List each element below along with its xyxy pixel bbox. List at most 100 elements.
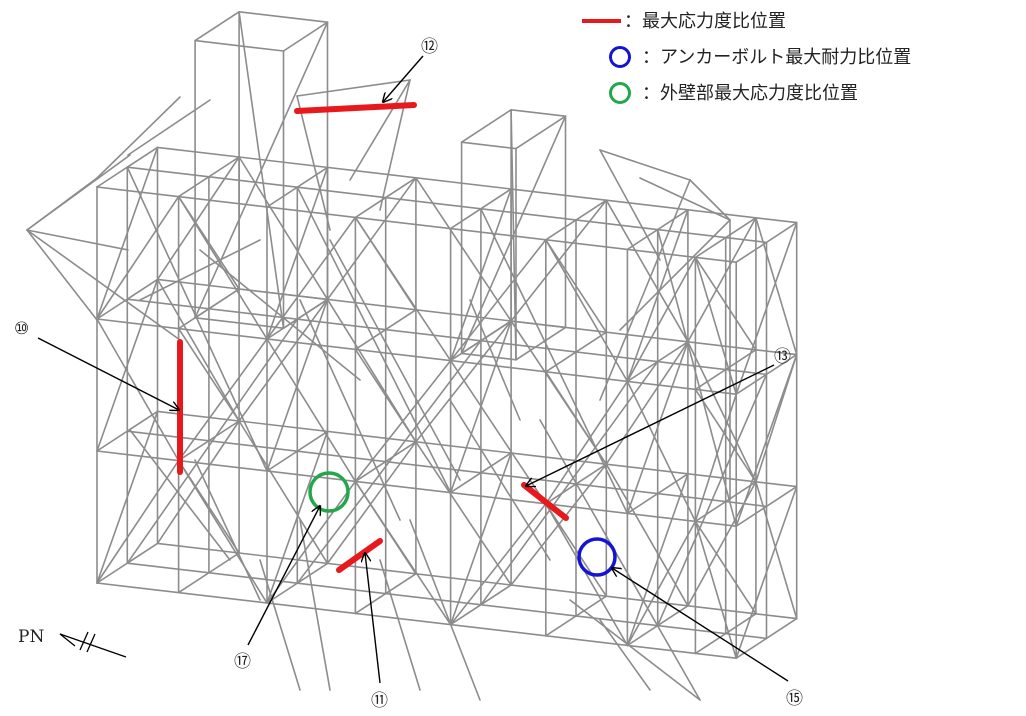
frame-member xyxy=(326,177,417,301)
frame-member xyxy=(126,166,268,472)
frame-member xyxy=(694,217,757,259)
frame-member xyxy=(449,452,512,494)
arrow-12 xyxy=(383,55,424,102)
frame-member xyxy=(510,320,567,329)
frame-member xyxy=(656,373,768,627)
frame-member xyxy=(96,96,181,179)
frame-member xyxy=(156,278,240,422)
frame-member xyxy=(126,166,768,244)
frame-member xyxy=(194,288,240,319)
frame-member xyxy=(26,229,98,321)
frame-member xyxy=(349,79,411,181)
frame-member xyxy=(156,420,240,545)
frame-member xyxy=(735,221,798,396)
frame-member xyxy=(127,99,211,156)
frame-member xyxy=(689,179,731,221)
frame-member xyxy=(296,339,482,585)
callout-arrows xyxy=(37,55,789,684)
legend-text-anchor-bolt: ：アンカーボルト最大耐力比位置 xyxy=(642,47,911,68)
frame-member xyxy=(510,109,567,117)
frame-member xyxy=(194,11,240,42)
frame-member xyxy=(194,39,285,52)
frame-member xyxy=(599,179,691,401)
legend: ：最大応力度比位置 ：アンカーボルト最大耐力比位置 ：外壁部最大応力度比位置 xyxy=(582,11,911,104)
frame-member xyxy=(329,239,461,481)
frame-member xyxy=(238,11,285,330)
frame-member xyxy=(415,177,512,322)
frame-member xyxy=(354,348,417,443)
frame-member xyxy=(687,217,757,343)
frame-member xyxy=(694,520,757,615)
frame-member xyxy=(238,11,329,24)
frame-member xyxy=(735,353,798,528)
north-tick-2 xyxy=(86,633,96,653)
frame-member xyxy=(626,209,689,383)
frame-member xyxy=(126,430,768,508)
frame-member xyxy=(735,221,798,264)
frame-member xyxy=(238,288,329,301)
frame-member xyxy=(510,109,517,361)
frame-member xyxy=(599,619,651,691)
frame-member xyxy=(129,429,231,561)
callout-10: ⑩ xyxy=(14,319,29,339)
frame-member xyxy=(296,95,331,231)
frame-member xyxy=(415,440,512,586)
frame-member xyxy=(238,420,329,565)
frame-member xyxy=(544,239,608,334)
arrow-10 xyxy=(37,337,179,410)
frame-member xyxy=(460,352,517,361)
frame-member xyxy=(694,256,757,351)
frame-member xyxy=(626,472,689,647)
frame-member xyxy=(96,410,159,452)
frame-member xyxy=(449,320,512,494)
frame-member xyxy=(299,299,401,521)
north-arrow-head xyxy=(59,633,76,647)
frame-member xyxy=(569,599,701,701)
frame-member xyxy=(515,326,567,361)
frame-member xyxy=(469,299,521,421)
frame-member xyxy=(626,256,697,383)
max-stress-member-13 xyxy=(521,482,569,521)
max-stress-member-12 xyxy=(294,102,417,114)
frame-member xyxy=(282,21,329,52)
arrow-17 xyxy=(247,506,320,646)
frame-member xyxy=(379,79,411,211)
frame-member xyxy=(694,388,757,483)
frame-member xyxy=(735,485,798,660)
legend-text-outer-wall: ：外壁部最大応力度比位置 xyxy=(642,83,858,104)
frame-member xyxy=(238,298,329,422)
north-arrow-icon xyxy=(59,633,127,658)
frame-member xyxy=(694,520,738,660)
frame-member xyxy=(296,79,411,97)
frame-member xyxy=(449,188,512,362)
frame-member xyxy=(96,146,159,320)
callout-labels: ⑩ ⑪ ⑫ ⑬ ⑮ ⑰ xyxy=(14,37,803,711)
callout-12: ⑫ xyxy=(421,37,438,57)
frame-member xyxy=(177,338,268,462)
frame-member xyxy=(735,617,798,660)
max-stress-member-11 xyxy=(336,538,383,573)
frame-member xyxy=(194,459,261,601)
outer-wall-max-stress-circle xyxy=(308,471,350,513)
frame-member xyxy=(626,520,697,647)
frame-member xyxy=(599,149,661,261)
frame-member xyxy=(449,502,547,626)
callout-13: ⑬ xyxy=(774,347,791,367)
plant-north-indicator: PN xyxy=(18,627,127,658)
frame-member xyxy=(694,612,757,655)
frame-member xyxy=(626,340,689,515)
arrow-13 xyxy=(526,364,775,486)
frame-member xyxy=(687,340,757,483)
frame-member xyxy=(354,480,417,575)
frame-member xyxy=(639,177,731,221)
frame-member xyxy=(26,229,129,251)
frame-member xyxy=(755,217,798,356)
frame-member xyxy=(266,430,329,472)
frame-member xyxy=(326,440,417,565)
anchor-bolt-max-ratio-circle xyxy=(577,537,617,577)
arrow-11 xyxy=(365,553,381,684)
frame-member xyxy=(379,559,421,691)
frame-member xyxy=(156,146,798,224)
frame-member xyxy=(460,141,517,150)
